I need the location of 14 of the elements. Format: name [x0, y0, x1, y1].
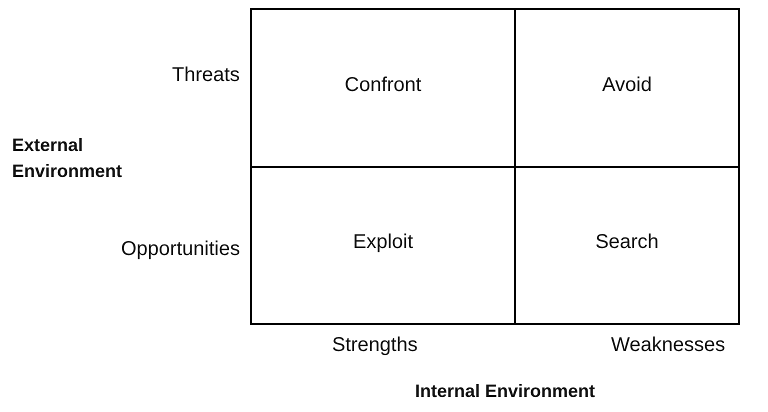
matrix-cell	[514, 166, 740, 325]
matrix-cell	[514, 8, 740, 168]
row-label: Threats	[172, 64, 240, 87]
column-label: Strengths	[332, 334, 418, 357]
quadrant-label: Search	[595, 231, 659, 254]
quadrant-label: Avoid	[602, 74, 652, 96]
column-label: Weaknesses	[611, 334, 726, 357]
quadrant-label: Exploit	[352, 231, 414, 254]
axis-title: External Environment	[12, 134, 124, 183]
row-label: Opportunities	[121, 238, 240, 261]
axis-title: Internal Environment	[415, 380, 596, 403]
matrix-cell	[250, 166, 516, 325]
matrix-cell	[250, 8, 516, 168]
quadrant-label: Confront	[344, 74, 422, 96]
